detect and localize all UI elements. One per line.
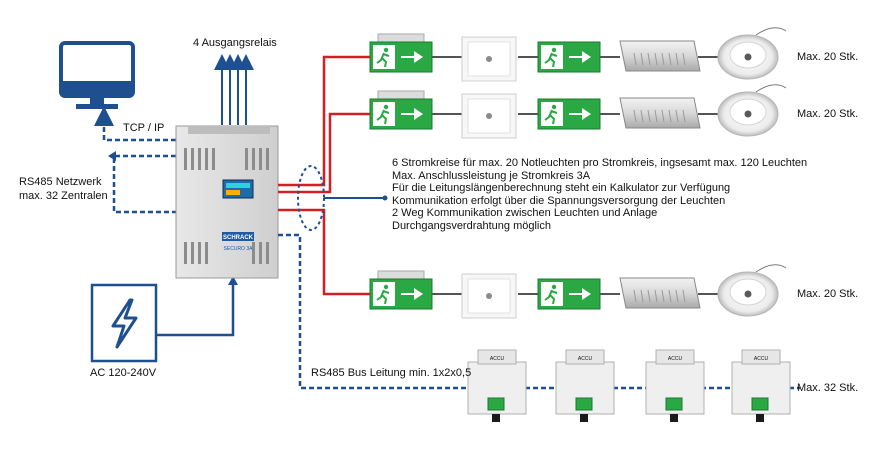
- description-line: 6 Stromkreise für max. 20 Notleuchten pr…: [392, 157, 808, 169]
- exit-sign-ceiling: [369, 270, 433, 310]
- relays-label: 4 Ausgangsrelais: [193, 37, 277, 49]
- bus-module: ACCU: [731, 349, 791, 422]
- central-battery-unit: SCHRACK SECURO 3A: [175, 125, 279, 279]
- rs485-bus-line: [278, 233, 800, 390]
- row3-max-label: Max. 20 Stk.: [797, 288, 859, 300]
- bus-label: RS485 Bus Leitung min. 1x2x0,5: [311, 367, 472, 379]
- recessed-downlight: [717, 264, 787, 317]
- description-line: Kommunikation erfolgt über die Spannungs…: [392, 194, 726, 207]
- square-emergency-light: [461, 93, 517, 139]
- bus-max-label: Max. 32 Stk.: [797, 382, 859, 394]
- bus-module: ACCU: [555, 349, 615, 422]
- power-label: AC 120-240V: [90, 367, 157, 379]
- linear-emergency-light: [619, 40, 701, 72]
- device-model: SECURO 3A: [224, 246, 254, 252]
- description-line: Max. Anschlussleistung je Stromkreis 3A: [392, 169, 591, 182]
- monitor-icon: [59, 41, 135, 109]
- module-label: ACCU: [578, 356, 593, 362]
- exit-sign-wall: [537, 98, 601, 130]
- luminaire-row-2: [369, 84, 787, 139]
- emergency-circuits: [278, 55, 718, 296]
- linear-emergency-light: [619, 277, 701, 309]
- row1-max-label: Max. 20 Stk.: [797, 51, 859, 63]
- tcp-ip-label: TCP / IP: [123, 122, 165, 134]
- bus-module: ACCU: [467, 349, 527, 422]
- control-wiring: [94, 54, 254, 337]
- exit-sign-wall: [537, 278, 601, 310]
- linear-emergency-light: [619, 97, 701, 129]
- exit-sign-ceiling: [369, 90, 433, 130]
- power-supply-icon: [90, 283, 158, 363]
- feature-description: 6 Stromkreise für max. 20 Notleuchten pr…: [392, 157, 862, 233]
- row2-max-label: Max. 20 Stk.: [797, 108, 859, 120]
- recessed-downlight: [717, 27, 787, 80]
- module-label: ACCU: [490, 356, 505, 362]
- square-emergency-light: [461, 36, 517, 82]
- module-label: ACCU: [668, 356, 683, 362]
- luminaire-row-3: [369, 264, 787, 319]
- circuit-bundle-marker: [297, 165, 388, 231]
- description-line: Für die Leitungslängenberechnung steht e…: [392, 182, 731, 195]
- description-line: Durchgangsverdrahtung möglich: [392, 219, 551, 232]
- bus-module: ACCU: [645, 349, 705, 422]
- luminaire-row-1: [369, 27, 787, 82]
- recessed-downlight: [717, 84, 787, 137]
- bus-modules: ACCU ACCU ACCU ACCU: [467, 349, 791, 422]
- module-label: ACCU: [754, 356, 769, 362]
- exit-sign-ceiling: [369, 33, 433, 73]
- rs485-network-label: RS485 Netzwerk: [19, 176, 102, 188]
- rs485-max-label: max. 32 Zentralen: [19, 190, 108, 202]
- description-line: 2 Weg Kommunikation zwischen Leuchten un…: [392, 207, 658, 220]
- exit-sign-wall: [537, 41, 601, 73]
- device-brand: SCHRACK: [223, 235, 254, 241]
- square-emergency-light: [461, 273, 517, 319]
